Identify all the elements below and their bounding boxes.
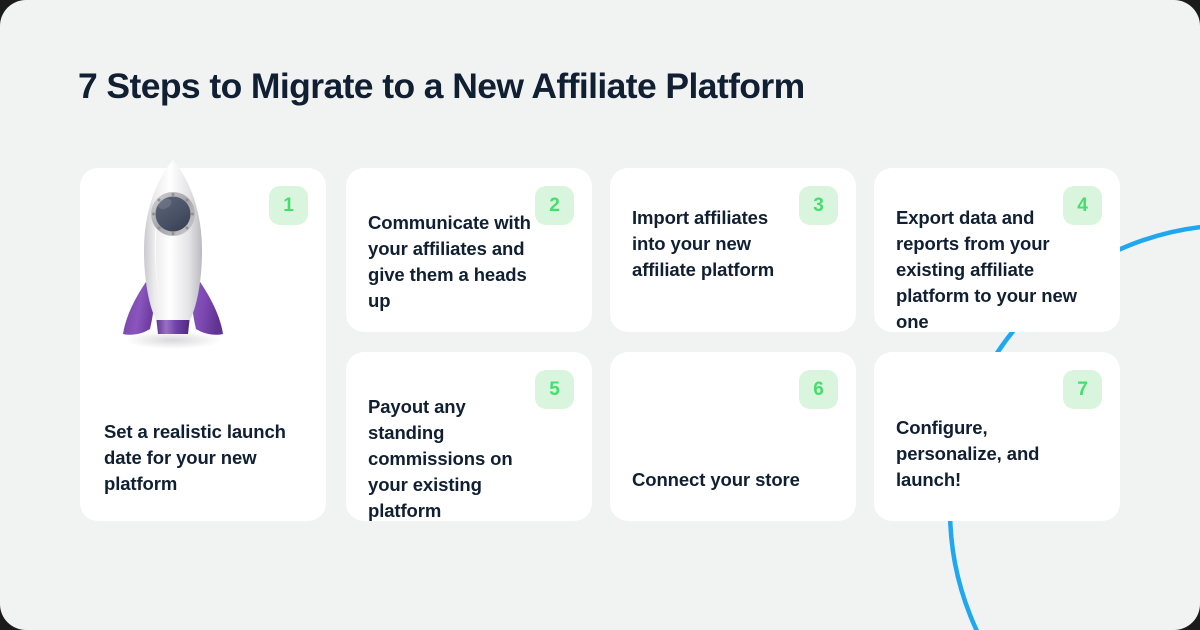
step-card-7: 7 Configure, personalize, and launch! (874, 352, 1120, 521)
step-badge-7: 7 (1063, 370, 1102, 409)
step-card-3: 3 Import affiliates into your new affili… (610, 168, 856, 332)
step-text-4: Export data and reports from your existi… (896, 207, 1077, 332)
step-text-6: Connect your store (632, 469, 800, 490)
step-badge-3: 3 (799, 186, 838, 225)
step-card-4: 4 Export data and reports from your exis… (874, 168, 1120, 332)
step-text-7: Configure, personalize, and launch! (896, 417, 1040, 490)
step-card-1: 1 (80, 160, 326, 521)
step-card-5: 5 Payout any standing commissions on you… (346, 352, 592, 521)
step-badge-1: 1 (269, 186, 308, 225)
step-card-6: 6 Connect your store (610, 352, 856, 521)
step-badge-5: 5 (535, 370, 574, 409)
step-badge-4: 4 (1063, 186, 1102, 225)
step-text-1: Set a realistic launch date for your new… (104, 421, 286, 494)
rocket-illustration (98, 154, 248, 354)
step-badge-2: 2 (535, 186, 574, 225)
step-card-2: 2 Communicate with your affiliates and g… (346, 168, 592, 332)
step-badge-6: 6 (799, 370, 838, 409)
step-text-3: Import affiliates into your new affiliat… (632, 207, 775, 280)
step-text-5: Payout any standing commissions on your … (368, 396, 513, 521)
step-text-2: Communicate with your affiliates and giv… (368, 212, 531, 311)
page-title: 7 Steps to Migrate to a New Affiliate Pl… (78, 66, 805, 106)
